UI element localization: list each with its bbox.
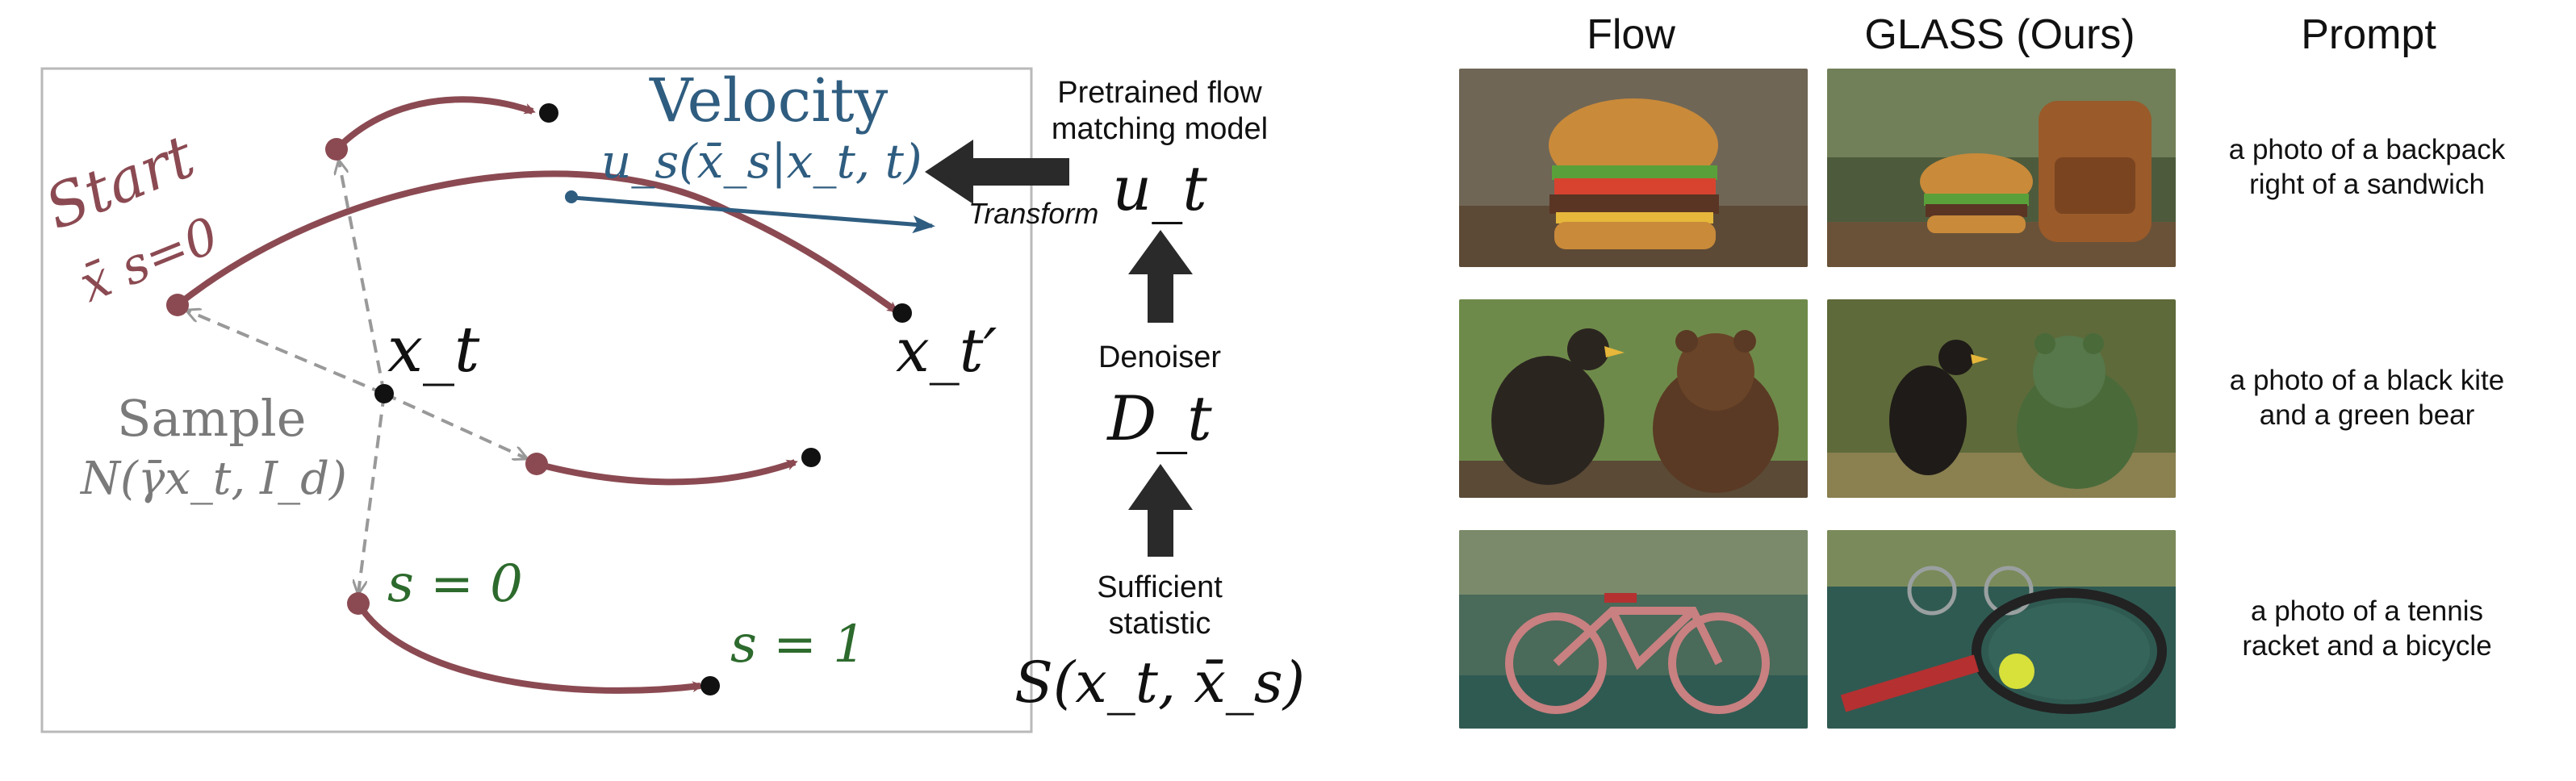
end-point-bottom — [700, 676, 720, 695]
glass-diagram: Start x̄ s=0 Velocity u_s(x̄_s|x_t, t) x… — [36, 66, 1305, 733]
header-prompt: Prompt — [2301, 11, 2436, 58]
prompt-row2-line1: a photo of a black kite — [2229, 365, 2505, 396]
prompt-row1-line2: right of a sandwich — [2249, 169, 2485, 200]
prompt-row1-line1: a photo of a backpack — [2228, 134, 2506, 165]
sample-label: Sample — [117, 389, 306, 448]
start-point-bottom — [347, 592, 370, 615]
sample-arrow-down — [358, 393, 386, 593]
prompt-row1: a photo of a backpack right of a sandwic… — [2193, 132, 2540, 202]
trajectory-bottom — [355, 601, 704, 694]
sample-math: N(γ̄x_t, I_d) — [79, 453, 347, 505]
prompt-row2-line2: and a green bear — [2259, 399, 2475, 431]
sufficient-line1: Sufficient — [1097, 570, 1223, 604]
end-point-main — [893, 303, 912, 323]
velocity-math: u_s(x̄_s|x_t, t) — [601, 134, 922, 189]
velocity-label: Velocity — [649, 66, 889, 136]
prompt-row3-line2: racket and a bicycle — [2242, 630, 2492, 662]
start-point-top — [325, 138, 348, 161]
flow-image-row1 — [1459, 69, 1808, 267]
trajectory-main — [175, 170, 899, 314]
velocity-arrow — [572, 195, 935, 234]
pretrained-line1: Pretrained flow — [1057, 76, 1262, 110]
trajectory-middle — [535, 459, 798, 486]
s1-label: s = 1 — [730, 615, 866, 674]
transform-arrow — [925, 140, 1069, 204]
sample-arrow-left — [187, 311, 385, 395]
start-point-middle — [525, 453, 548, 475]
prompt-row2: a photo of a black kite and a green bear — [2193, 363, 2540, 432]
prompt-row3: a photo of a tennis racket and a bicycle — [2193, 594, 2540, 663]
s0-label: s = 0 — [387, 554, 523, 614]
xt-label: x_t — [387, 314, 480, 386]
trajectory-top — [334, 96, 536, 152]
glass-image-row3 — [1827, 530, 2176, 729]
sample-arrow-right — [383, 392, 526, 458]
flow-image-row2 — [1459, 299, 1808, 498]
end-point-middle — [801, 448, 821, 467]
up-arrow-statistic — [1128, 464, 1193, 557]
flow-image-row3 — [1459, 530, 1808, 729]
ut-label: u_t — [1112, 152, 1207, 224]
diagram-frame — [40, 67, 1033, 733]
glass-image-row1 — [1827, 69, 2176, 267]
velocity-origin-point — [565, 190, 578, 203]
sample-arrow-up — [339, 161, 386, 395]
header-flow: Flow — [1587, 11, 1675, 58]
header-glass: GLASS (Ours) — [1864, 11, 2135, 58]
denoiser-label: Denoiser — [1098, 340, 1221, 374]
start-point-main — [166, 294, 189, 316]
stat-math: S(x_t, x̄_s) — [1014, 649, 1305, 716]
xt-point — [374, 384, 394, 403]
sufficient-line2: statistic — [1109, 607, 1211, 641]
prompt-row3-line1: a photo of a tennis — [2251, 595, 2483, 627]
dt-label: D_t — [1106, 382, 1212, 454]
up-arrow-denoiser — [1128, 230, 1193, 323]
xtprime-label: x_t′ — [896, 316, 997, 386]
end-point-top — [539, 103, 558, 123]
transform-label: Transform — [968, 197, 1098, 230]
glass-image-row2 — [1827, 299, 2176, 498]
pretrained-line2: matching model — [1052, 112, 1268, 146]
